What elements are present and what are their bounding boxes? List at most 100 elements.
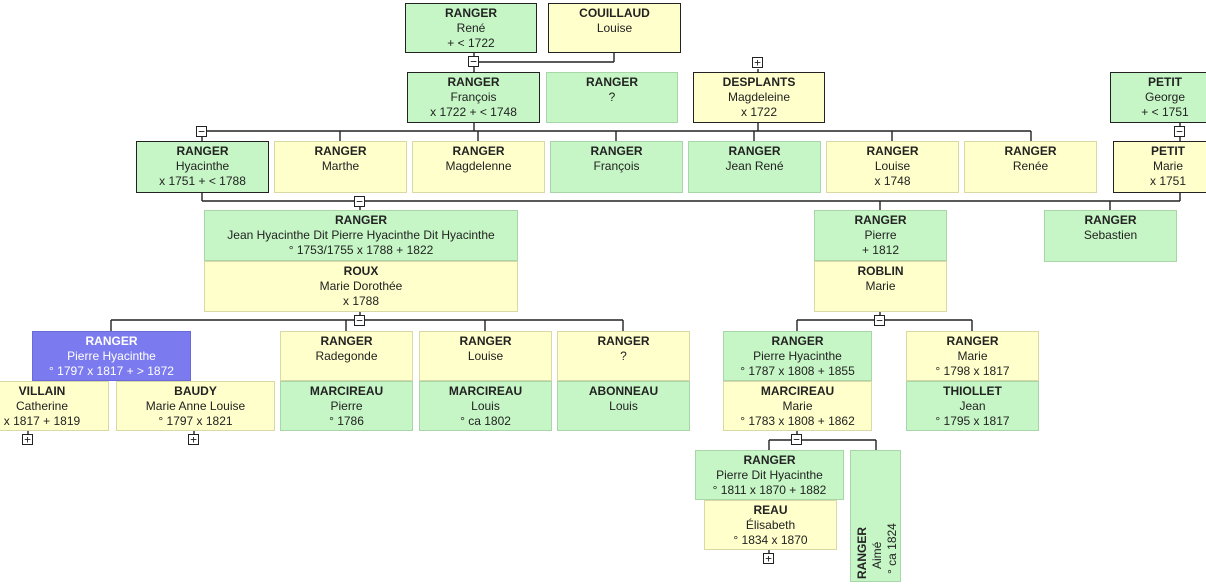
- person-given-name: Pierre Hyacinthe: [753, 349, 842, 363]
- person-given-name: Marie: [957, 349, 988, 363]
- person-given-name: Hyacinthe: [175, 159, 230, 173]
- person-jean-thiollet[interactable]: THIOLLET Jean ° 1795 x 1817: [906, 381, 1039, 431]
- person-surname: RANGER: [447, 75, 500, 89]
- collapse-toggle-rene-family[interactable]: −: [468, 56, 479, 67]
- person-marie-roblin[interactable]: ROBLIN Marie: [814, 261, 947, 312]
- person-given-name: Marie: [865, 279, 896, 293]
- person-francois-ranger-1722[interactable]: RANGER François x 1722 + < 1748: [407, 72, 540, 123]
- person-jean-rene-ranger[interactable]: RANGER Jean René: [688, 141, 821, 193]
- person-given-name: Marie Anne Louise: [145, 399, 246, 413]
- person-surname: RANGER: [866, 144, 919, 158]
- person-aime-vertical-label: RANGER Aimé ° ca 1824: [855, 455, 900, 579]
- person-sebastien-ranger[interactable]: RANGER Sebastien: [1044, 210, 1177, 262]
- person-dates: + < 1722: [447, 36, 495, 50]
- person-surname: RANGER: [854, 213, 907, 227]
- expand-toggle-villain-children[interactable]: +: [22, 434, 33, 445]
- person-marie-anne-louise-baudy[interactable]: BAUDY Marie Anne Louise ° 1797 x 1821: [116, 381, 275, 431]
- person-aime-ranger[interactable]: RANGER Aimé ° ca 1824: [850, 450, 901, 582]
- person-surname: RANGER: [743, 453, 796, 467]
- person-surname: RANGER: [946, 334, 999, 348]
- expand-toggle-reau-children[interactable]: +: [763, 553, 774, 564]
- person-pierre-marcireau[interactable]: MARCIREAU Pierre ° 1786: [280, 381, 413, 431]
- person-marie-petit[interactable]: PETIT Marie x 1751: [1113, 141, 1206, 193]
- person-given-name: Marthe: [321, 159, 360, 173]
- collapse-toggle-francois-family[interactable]: −: [196, 126, 207, 137]
- person-magdeleine-desplants[interactable]: DESPLANTS Magdeleine x 1722: [693, 72, 825, 123]
- person-dates: ° 1797 x 1817 + > 1872: [49, 364, 174, 378]
- person-marie-dorothee-roux[interactable]: ROUX Marie Dorothée x 1788: [204, 261, 518, 312]
- person-ranger-unknown-2[interactable]: RANGER ?: [557, 331, 690, 381]
- person-surname: RANGER: [855, 526, 869, 579]
- person-dates: ° 1787 x 1808 + 1855: [740, 364, 855, 378]
- person-given-name: Louis: [609, 399, 638, 413]
- person-radegonde-ranger[interactable]: RANGER Radegonde: [280, 331, 413, 381]
- person-given-name: Renée: [1012, 159, 1049, 173]
- person-dates: ° ca 1802: [460, 414, 511, 428]
- person-surname: RANGER: [444, 6, 497, 20]
- person-given-name: Jean Hyacinthe Dit Pierre Hyacinthe Dit …: [227, 228, 495, 242]
- person-surname: RANGER: [320, 334, 373, 348]
- person-given-name: ?: [608, 90, 616, 104]
- person-catherine-villain[interactable]: VILLAIN Catherine x 1817 + 1819: [0, 381, 109, 431]
- person-surname: VILLAIN: [18, 384, 66, 398]
- person-magdelenne-ranger[interactable]: RANGER Magdelenne: [412, 141, 545, 193]
- person-marie-ranger-1798[interactable]: RANGER Marie ° 1798 x 1817: [906, 331, 1039, 381]
- person-surname: PETIT: [1147, 75, 1182, 89]
- person-pierre-hyacinthe-ranger-1787[interactable]: RANGER Pierre Hyacinthe ° 1787 x 1808 + …: [723, 331, 872, 381]
- person-given-name: Jean René: [725, 159, 784, 173]
- person-elisabeth-reau[interactable]: REAU Élisabeth ° 1834 x 1870: [704, 500, 837, 550]
- collapse-toggle-petit-family[interactable]: −: [1174, 126, 1185, 137]
- person-louise-couillaud[interactable]: COUILLAUD Louise: [548, 3, 681, 53]
- person-francois-ranger-sibling[interactable]: RANGER François: [550, 141, 683, 193]
- person-surname: RANGER: [1004, 144, 1057, 158]
- collapse-toggle-pierre-hyacinthe-family[interactable]: −: [791, 434, 802, 445]
- expand-toggle-baudy-children[interactable]: +: [188, 434, 199, 445]
- person-dates: ° 1795 x 1817: [935, 414, 1010, 428]
- person-dates: x 1722: [740, 105, 778, 119]
- person-pierre-ranger-1812[interactable]: RANGER Pierre + 1812: [814, 210, 947, 261]
- person-surname: MARCIREAU: [760, 384, 835, 398]
- person-given-name: François: [450, 90, 497, 104]
- person-given-name: Pierre Dit Hyacinthe: [716, 468, 823, 482]
- person-dates: + 1812: [861, 243, 900, 257]
- person-louise-ranger[interactable]: RANGER Louise: [419, 331, 552, 381]
- person-given-name: René: [456, 21, 486, 35]
- person-given-name: Pierre: [330, 399, 363, 413]
- person-surname: REAU: [753, 503, 788, 517]
- person-surname: RANGER: [459, 334, 512, 348]
- person-surname: ABONNEAU: [588, 384, 659, 398]
- person-dates: ° 1797 x 1821: [158, 414, 233, 428]
- person-dates: ° 1783 x 1808 + 1862: [740, 414, 855, 428]
- person-ranger-unknown-1[interactable]: RANGER ?: [546, 72, 678, 123]
- person-given-name: Magdeleine: [727, 90, 791, 104]
- person-louis-marcireau[interactable]: MARCIREAU Louis ° ca 1802: [419, 381, 552, 431]
- person-rene-ranger[interactable]: RANGER René + < 1722: [405, 3, 537, 53]
- person-dates: x 1817 + 1819: [3, 414, 81, 428]
- person-surname: COUILLAUD: [579, 6, 650, 20]
- person-surname: MARCIREAU: [309, 384, 384, 398]
- collapse-toggle-jean-hyacinthe-family[interactable]: −: [354, 315, 365, 326]
- person-louise-ranger-1748[interactable]: RANGER Louise x 1748: [826, 141, 959, 193]
- collapse-toggle-pierre-family[interactable]: −: [874, 315, 885, 326]
- person-louis-abonneau[interactable]: ABONNEAU Louis: [557, 381, 690, 431]
- person-dates: ° 1786: [329, 414, 364, 428]
- person-given-name: Aimé: [870, 541, 884, 569]
- person-jean-hyacinthe-ranger[interactable]: RANGER Jean Hyacinthe Dit Pierre Hyacint…: [204, 210, 518, 261]
- person-given-name: François: [593, 159, 640, 173]
- person-marthe-ranger[interactable]: RANGER Marthe: [274, 141, 407, 193]
- person-hyacinthe-ranger[interactable]: RANGER Hyacinthe x 1751 + < 1788: [136, 141, 269, 193]
- person-dates: ° 1811 x 1870 + 1882: [712, 483, 827, 497]
- collapse-toggle-hyacinthe-family[interactable]: −: [354, 196, 365, 207]
- person-marie-marcireau[interactable]: MARCIREAU Marie ° 1783 x 1808 + 1862: [723, 381, 872, 431]
- person-surname: RANGER: [771, 334, 824, 348]
- person-dates: ° ca 1824: [885, 523, 899, 574]
- expand-toggle-desplants-parents[interactable]: +: [752, 57, 763, 68]
- person-surname: RANGER: [1084, 213, 1137, 227]
- person-surname: MARCIREAU: [448, 384, 523, 398]
- person-pierre-dit-hyacinthe-ranger[interactable]: RANGER Pierre Dit Hyacinthe ° 1811 x 187…: [695, 450, 844, 500]
- person-pierre-hyacinthe-ranger-1797-selected[interactable]: RANGER Pierre Hyacinthe ° 1797 x 1817 + …: [32, 331, 191, 381]
- person-given-name: Louis: [471, 399, 500, 413]
- person-george-petit[interactable]: PETIT George + < 1751: [1110, 72, 1206, 123]
- person-renee-ranger[interactable]: RANGER Renée: [964, 141, 1097, 193]
